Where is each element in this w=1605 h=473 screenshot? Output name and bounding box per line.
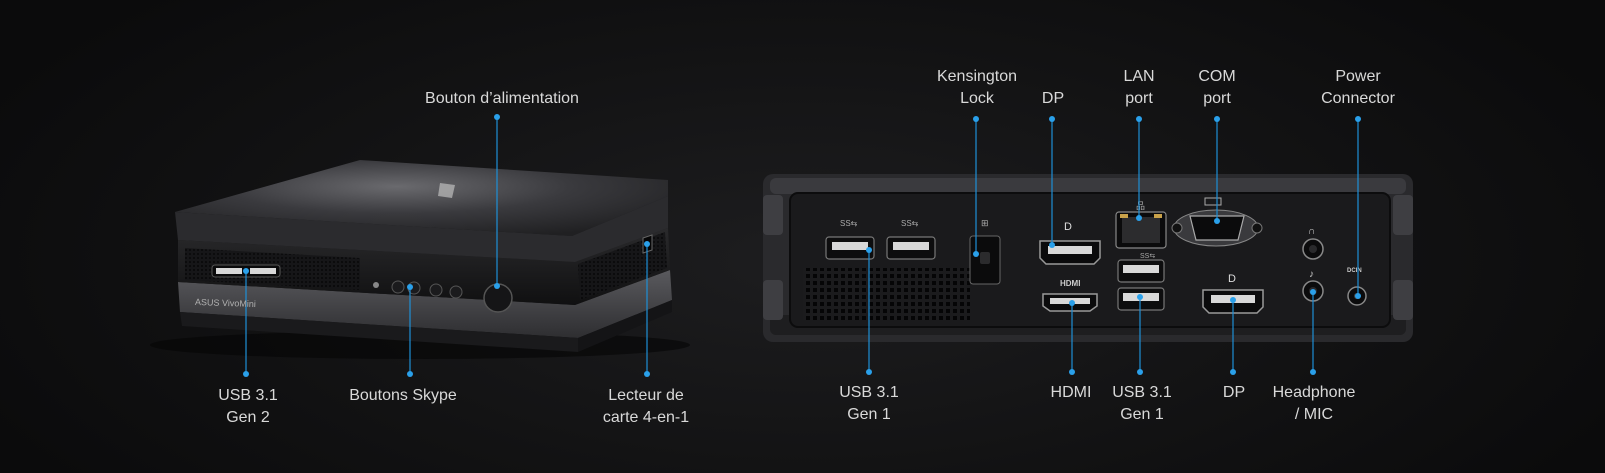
label-com-line2: port: [1203, 90, 1231, 107]
label-card-reader-line2: carte 4-en-1: [602, 409, 690, 426]
label-power-button: Bouton d’alimentation: [425, 90, 579, 107]
label-lan-port: LAN port: [1123, 66, 1154, 110]
leader-lines: [243, 114, 1361, 377]
rear-device: SS⇆ SS⇆ ⊞ D HDMI 品 SS⇆: [763, 174, 1413, 342]
label-headphone-line1: Headphone: [1272, 384, 1356, 401]
front-device: [150, 160, 690, 359]
label-skype-buttons: Boutons Skype: [349, 387, 457, 404]
label-power-connector-line2: Connector: [1321, 90, 1395, 107]
label-kensington-line2: Lock: [960, 90, 994, 107]
svg-text:⊞: ⊞: [981, 218, 989, 228]
label-power-connector: Power Connector: [1321, 66, 1395, 110]
svg-text:品: 品: [1136, 201, 1145, 211]
label-usb-gen1-left-line1: USB 3.1: [839, 384, 899, 401]
label-dp-top: DP: [1041, 90, 1065, 107]
svg-text:D: D: [1228, 273, 1236, 285]
label-lan-line2: port: [1125, 90, 1153, 107]
dcin-port-text: DCIN: [1347, 268, 1362, 274]
label-headphone-line2: / MIC: [1294, 406, 1334, 423]
label-card-reader: Lecteur de carte 4-en-1: [603, 385, 689, 429]
label-usb-gen1-left-line2: Gen 1: [847, 406, 891, 423]
label-power-connector-line1: Power: [1335, 68, 1381, 85]
svg-text:D: D: [1064, 221, 1072, 233]
label-usb-gen2: USB 3.1 Gen 2: [218, 385, 278, 429]
label-usb-gen1-right-line2: Gen 1: [1120, 406, 1164, 423]
label-usb-gen1-right: USB 3.1 Gen 1: [1112, 382, 1172, 426]
label-kensington-lock: Kensington Lock: [937, 66, 1017, 110]
label-com-line1: COM: [1198, 68, 1236, 85]
brand-text: ASUS VivoMini: [194, 296, 257, 310]
label-card-reader-line1: Lecteur de: [608, 387, 684, 404]
svg-text:SS⇆: SS⇆: [840, 219, 858, 228]
label-dp-bottom: DP: [1222, 384, 1246, 401]
label-usb-gen2-line2: Gen 2: [226, 409, 270, 426]
svg-text:SS⇆: SS⇆: [1140, 253, 1155, 260]
label-usb-gen2-line1: USB 3.1: [218, 387, 278, 404]
label-hdmi: HDMI: [1050, 384, 1092, 401]
hdmi-port-text: HDMI: [1060, 279, 1080, 288]
label-usb-gen1-left: USB 3.1 Gen 1: [839, 382, 899, 426]
label-headphone-mic: Headphone / MIC: [1273, 382, 1356, 426]
label-com-port: COM port: [1198, 66, 1235, 110]
svg-text:∩: ∩: [1308, 226, 1315, 237]
svg-text:SS⇆: SS⇆: [901, 219, 919, 228]
label-lan-line1: LAN: [1123, 68, 1155, 85]
label-usb-gen1-right-line1: USB 3.1: [1112, 384, 1172, 401]
label-kensington-line1: Kensington: [936, 68, 1018, 85]
svg-text:♪: ♪: [1309, 269, 1314, 280]
